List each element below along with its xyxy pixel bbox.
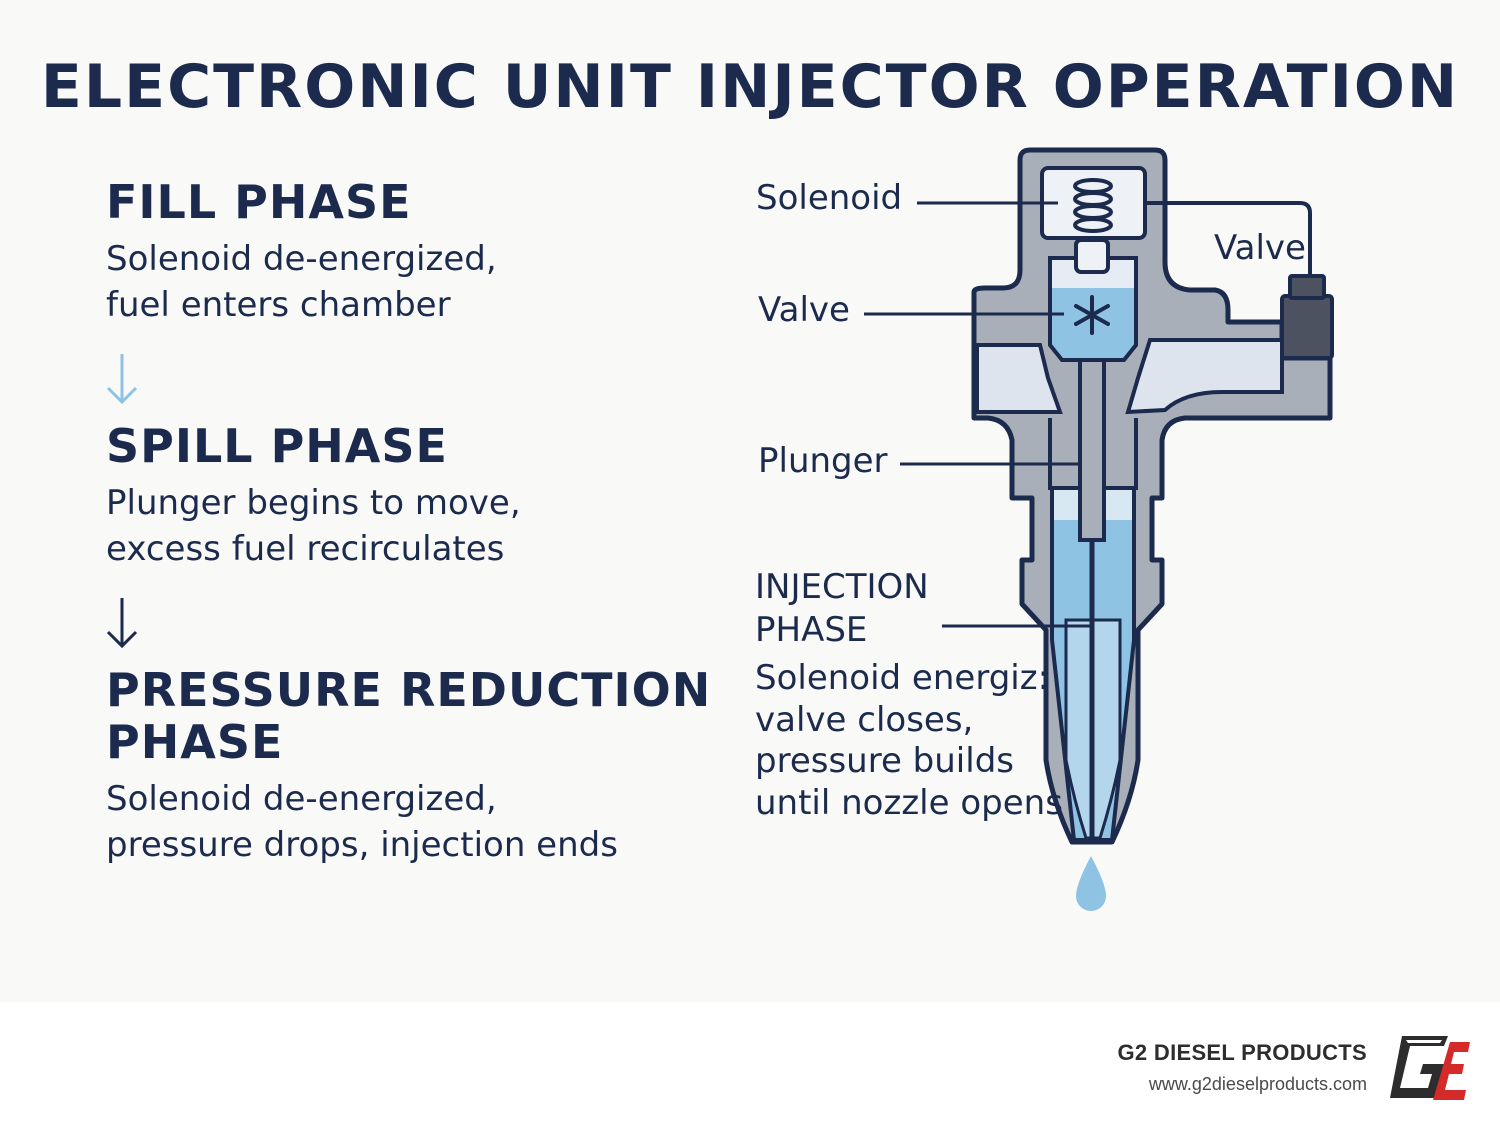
- fill-phase-desc-line2: fuel enters chamber: [106, 285, 451, 325]
- company-url[interactable]: www.g2dieselproducts.com: [1148, 1074, 1367, 1094]
- pressure-reduction-heading-line1: PRESSURE REDUCTION: [106, 663, 712, 717]
- page-title: ELECTRONIC UNIT INJECTOR OPERATION: [40, 52, 1460, 122]
- valve-label: Valve: [758, 290, 850, 330]
- footer: [0, 1002, 1500, 1127]
- electrical-connector: [1280, 294, 1334, 360]
- solenoid-label: Solenoid: [756, 178, 903, 218]
- company-name: G2 DIESEL PRODUCTS: [1117, 1040, 1367, 1065]
- plunger-rod: [1078, 358, 1106, 542]
- fuel-port: [975, 343, 1063, 414]
- fuel-droplet-icon: [1076, 856, 1106, 911]
- pressure-reduction-phase: PRESSURE REDUCTION PHASE Solenoid de-ene…: [106, 664, 726, 868]
- fuel-port-right: [1125, 338, 1284, 415]
- brand-block: G2 DIESEL PRODUCTS www.g2dieselproducts.…: [1118, 1040, 1367, 1095]
- spill-phase: SPILL PHASE Plunger begins to move, exce…: [106, 420, 706, 572]
- solenoid-spring-icon: [1073, 178, 1113, 233]
- injection-desc-line4: until nozzle opens: [755, 783, 1063, 823]
- valve-asterisk-icon: [1074, 295, 1110, 335]
- down-arrow-icon: [106, 598, 138, 649]
- plunger-label: Plunger: [758, 441, 888, 481]
- pressure-reduction-heading-line2: PHASE: [106, 715, 284, 769]
- down-arrow-icon: [106, 354, 138, 405]
- valve-connector-label: Valve: [1214, 228, 1306, 268]
- fill-phase-heading: FILL PHASE: [106, 175, 412, 229]
- fill-phase: FILL PHASE Solenoid de-energized, fuel e…: [106, 176, 706, 328]
- g2-logo-icon: [1390, 1036, 1470, 1100]
- injection-desc-line3: pressure builds: [755, 741, 1014, 781]
- injection-desc-line1: Solenoid energiz:: [755, 658, 1050, 698]
- solenoid-wire: [1145, 201, 1312, 276]
- spill-phase-desc-line1: Plunger begins to move,: [106, 483, 521, 523]
- armature-pin-overlay: [1074, 238, 1110, 274]
- injection-phase-label-line2: PHASE: [755, 610, 868, 650]
- spill-phase-desc-line2: excess fuel recirculates: [106, 529, 505, 569]
- spill-phase-heading: SPILL PHASE: [106, 419, 448, 473]
- injection-desc-line2: valve closes,: [755, 700, 974, 740]
- fill-phase-desc-line1: Solenoid de-energized,: [106, 239, 497, 279]
- pressure-reduction-desc-line2: pressure drops, injection ends: [106, 825, 618, 865]
- injection-phase-label-line1: INJECTION: [755, 567, 929, 607]
- injector-diagram: [864, 147, 1334, 911]
- pressure-reduction-desc-line1: Solenoid de-energized,: [106, 779, 497, 819]
